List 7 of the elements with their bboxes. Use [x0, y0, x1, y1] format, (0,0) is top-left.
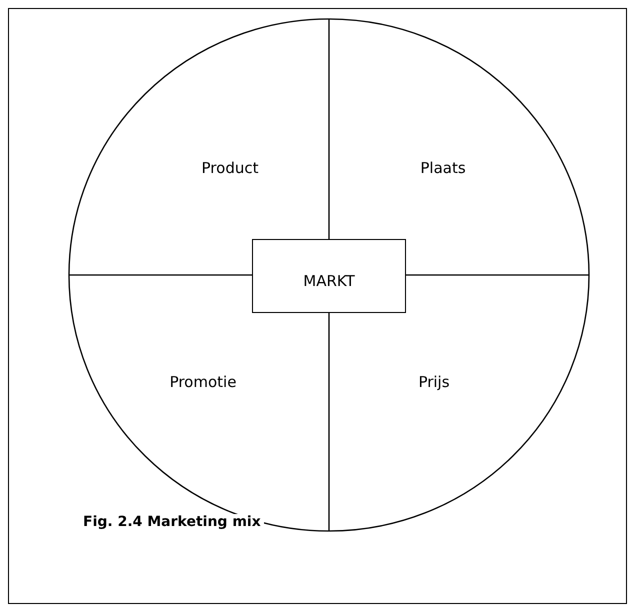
quadrant-label: Plaats [420, 159, 466, 177]
quadrant-label: Promotie [170, 373, 236, 391]
box-label: MARKT [303, 272, 355, 290]
quadrant-label: Prijs [418, 373, 450, 391]
circle-outline [69, 19, 589, 531]
center-box [252, 239, 406, 313]
quadrant-label: Product [202, 159, 258, 177]
